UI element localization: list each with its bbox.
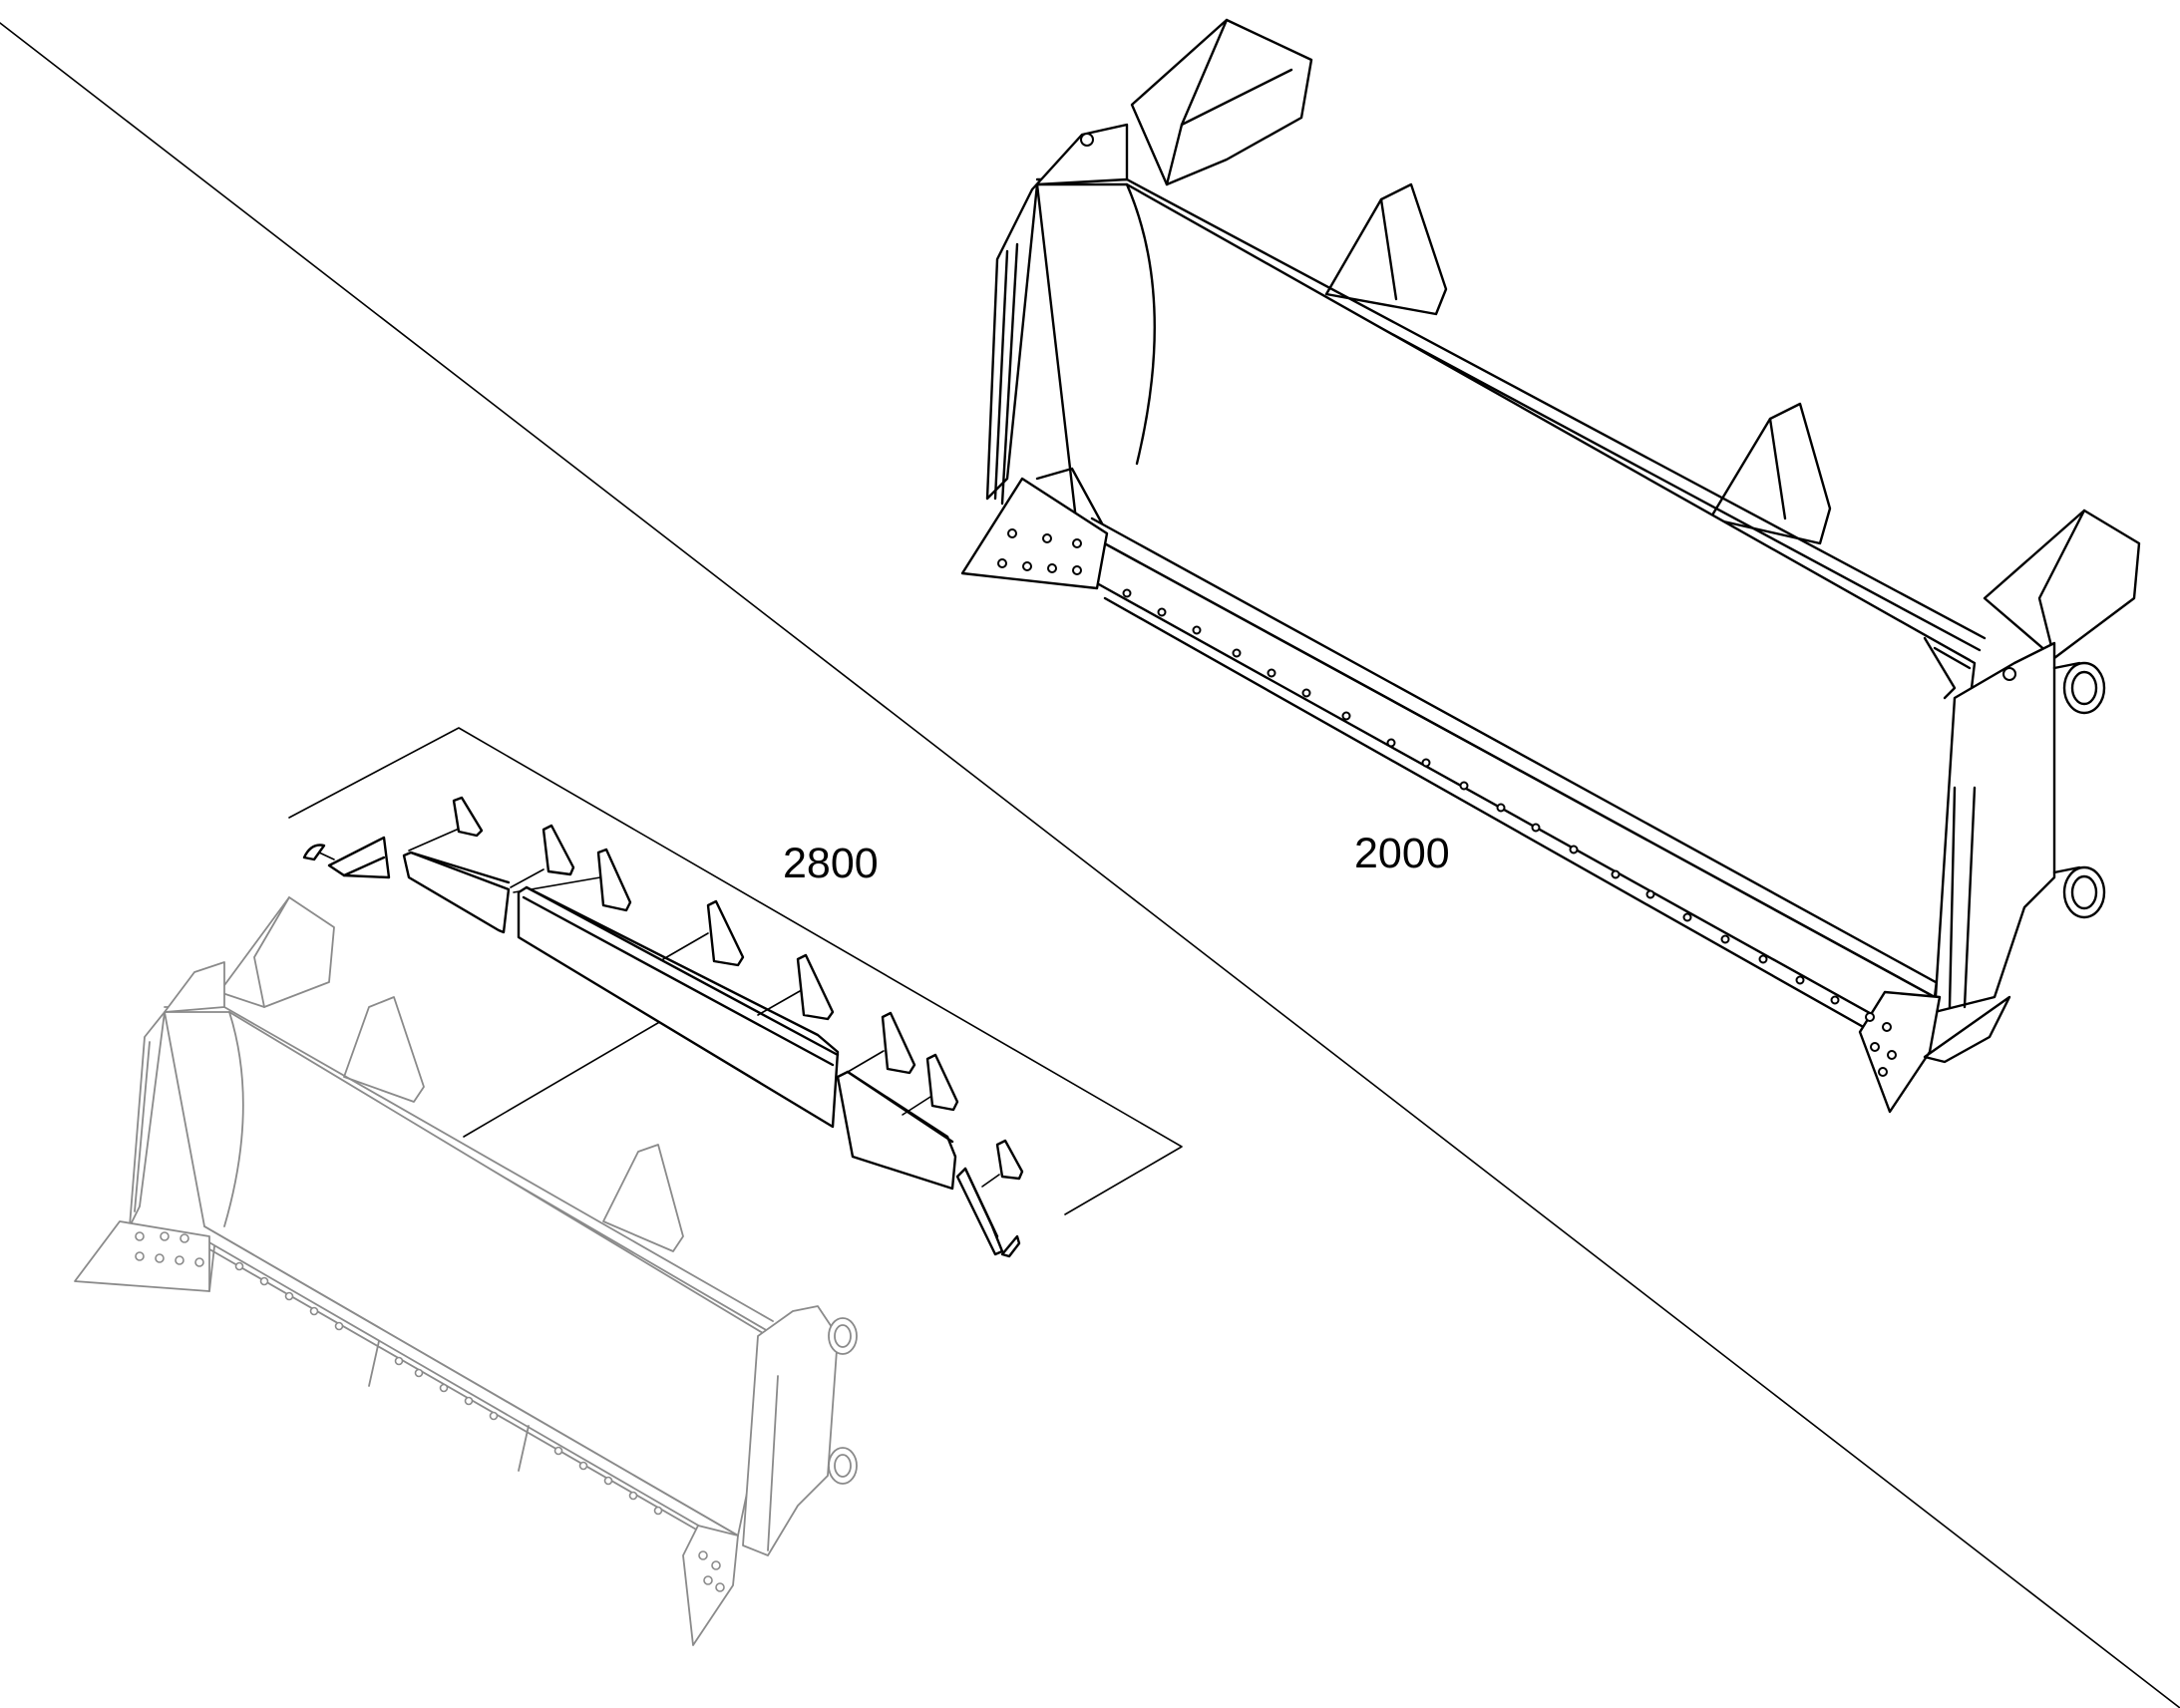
label-kit-2800: 2800 xyxy=(783,840,879,887)
cutting-edge-bolt-holes xyxy=(1122,588,1840,1005)
cutting-edge-kit-2800 xyxy=(288,727,1183,1258)
blade-assembly-2000 xyxy=(960,18,2141,1114)
section-divider-line xyxy=(0,22,2180,1708)
label-assembly-2000: 2000 xyxy=(1354,830,1450,877)
ghosted-blade-reference xyxy=(74,896,858,1646)
